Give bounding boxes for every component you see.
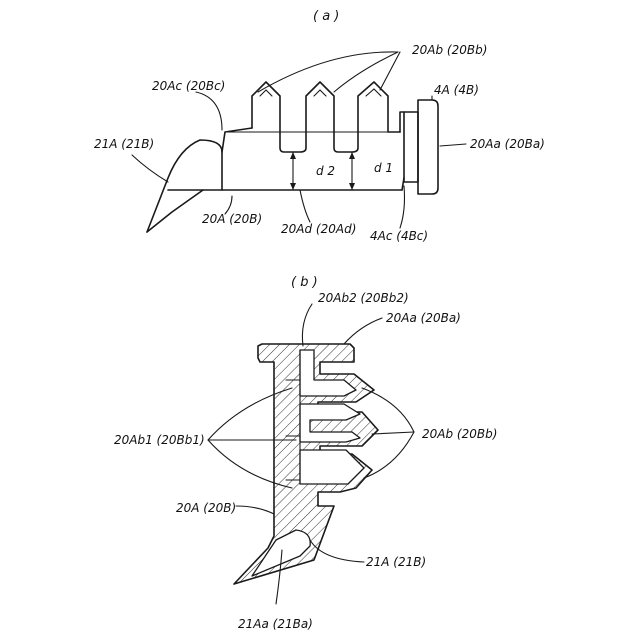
figure-b: ( b ) <box>114 275 497 631</box>
label-20a-b: 20A (20B) <box>176 501 236 515</box>
label-20ad: 20Ad (20Ad) <box>281 222 356 236</box>
label-20ab-b: 20Ab (20Bb) <box>422 427 497 441</box>
label-21a-b: 21A (21B) <box>366 555 426 569</box>
label-20ab1: 20Ab1 (20Bb1) <box>114 433 205 447</box>
inner-cavities-b <box>252 350 364 576</box>
label-d2: d 2 <box>316 164 335 178</box>
label-20aa: 20Aa (20Ba) <box>470 137 545 151</box>
label-21aa: 21Aa (21Ba) <box>238 617 313 631</box>
figure-a: ( a ) <box>94 9 545 243</box>
dimension-d1: d 1 <box>349 152 393 190</box>
dimension-d2: d 2 <box>290 152 335 190</box>
label-4a: 4A (4B) <box>434 83 479 97</box>
label-21a: 21A (21B) <box>94 137 154 151</box>
label-4ac: 4Ac (4Bc) <box>370 229 428 243</box>
figure-a-caption: ( a ) <box>313 9 339 24</box>
label-20ab2: 20Ab2 (20Bb2) <box>318 291 409 305</box>
figure-b-caption: ( b ) <box>291 275 318 290</box>
label-20a: 20A (20B) <box>202 212 262 226</box>
seal-body-a <box>147 82 404 232</box>
label-d1: d 1 <box>374 161 393 175</box>
label-20aa-b: 20Aa (20Ba) <box>386 311 461 325</box>
flange-4a <box>404 100 438 194</box>
label-20ac: 20Ac (20Bc) <box>152 79 225 93</box>
label-20ab: 20Ab (20Bb) <box>412 43 487 57</box>
